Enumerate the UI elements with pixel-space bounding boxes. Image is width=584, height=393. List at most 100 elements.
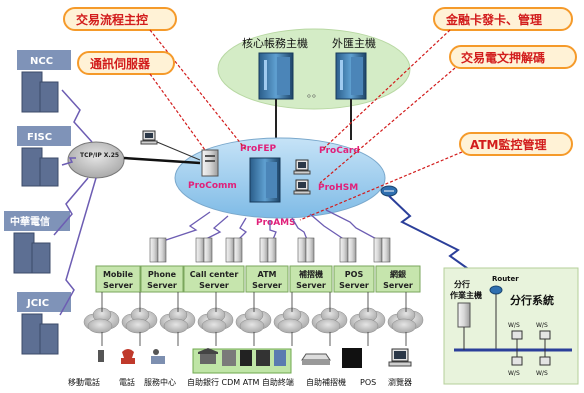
mobile-phone-icon [98, 350, 104, 362]
svg-text:Server: Server [383, 281, 413, 290]
passbook-printer-icon [301, 353, 331, 365]
channel-cloud [159, 307, 196, 334]
central-router-icon [380, 185, 398, 197]
callout-comm-server: 通訊伺服器 [77, 51, 175, 75]
ncc-box: NCC [17, 50, 71, 70]
callout-card-issuing: 金融卡發卡、管理 [433, 7, 573, 31]
server-rack-icon [297, 237, 315, 263]
cht-building-icon [13, 232, 51, 274]
svg-text:網銀: 網銀 [390, 269, 406, 279]
server-label-pos: POS Server [333, 265, 375, 293]
svg-text:POS: POS [345, 270, 364, 279]
svg-text:Server: Server [252, 281, 282, 290]
prohsm-computer [293, 179, 311, 195]
branch-router-icon [489, 285, 503, 295]
channel-cloud [121, 307, 158, 334]
jcic-building-icon [21, 313, 59, 355]
server-rack-icon [225, 237, 243, 263]
svg-text:Call center: Call center [190, 270, 239, 279]
channel-pos-label: POS [360, 378, 376, 387]
channel-network-clouds [83, 292, 424, 346]
fx-host-label: 外匯主機 [332, 36, 376, 50]
arrow-transaction-flow [149, 29, 247, 151]
channel-self-service-label: 自助銀行 CDM ATM 自助終端 [187, 377, 294, 387]
link-cht [53, 177, 89, 236]
server-racks [149, 237, 391, 263]
svg-text:W/S: W/S [508, 370, 520, 377]
branch-host-label-line1: 分行 [454, 279, 470, 289]
svg-text:Server: Server [103, 281, 133, 290]
server-label-phone: Phone Server [140, 265, 184, 293]
svg-text:交易流程主控: 交易流程主控 [76, 12, 148, 27]
profep-mainframe [249, 157, 281, 203]
svg-text:Server: Server [147, 281, 177, 290]
channel-cloud [273, 307, 310, 334]
cht-box: 中華電信 [4, 211, 70, 231]
branch-host-server-icon [457, 302, 471, 328]
browser-computer-icon [388, 348, 412, 367]
core-host-mainframe [258, 52, 294, 100]
branch-system-title: 分行系統 [510, 293, 554, 307]
server-rack-icon [259, 237, 277, 263]
fx-host-mainframe [335, 52, 367, 100]
tcpip-network-cloud [67, 141, 125, 179]
server-label-netbank: 網銀 Server [375, 265, 421, 293]
pos-terminal-icon [342, 348, 362, 368]
server-label-call-center: Call center Server [183, 265, 245, 293]
network-label: TCP/IP X.25 [80, 152, 119, 159]
svg-text:W/S: W/S [508, 322, 520, 329]
svg-text:補摺機: 補摺機 [298, 269, 323, 279]
workstation-4: W/S [536, 350, 551, 377]
channel-service-center-label: 服務中心 [144, 377, 176, 387]
svg-text:FISC: FISC [27, 132, 52, 143]
svg-text:W/S: W/S [536, 322, 548, 329]
link-network-central [123, 156, 201, 165]
fisc-box: FISC [17, 126, 71, 146]
svg-text:Phone: Phone [148, 270, 177, 279]
svg-text:金融卡發卡、管理: 金融卡發卡、管理 [445, 12, 542, 27]
workstation-2: W/S [536, 322, 551, 350]
svg-text:ATM: ATM [258, 270, 277, 279]
profep-label: ProFEP [240, 144, 277, 154]
arrow-comm-server [149, 73, 206, 151]
link-to-branch [388, 195, 496, 289]
procomm-label: ProComm [188, 181, 237, 191]
channel-mobile-label: 移動電話 [68, 377, 100, 387]
channel-cloud [349, 307, 386, 334]
channel-browser-label: 瀏覽器 [388, 377, 412, 387]
svg-text:ATM監控管理: ATM監控管理 [470, 137, 546, 152]
callout-atm-monitor: ATM監控管理 [459, 132, 573, 156]
svg-text:Server: Server [199, 281, 229, 290]
svg-text:中華電信: 中華電信 [10, 215, 50, 228]
svg-text:Mobile: Mobile [103, 270, 134, 279]
link-ncc [61, 89, 93, 143]
proams-label: ProAMS [256, 218, 296, 228]
server-rack-icon [149, 237, 167, 263]
svg-text:JCIC: JCIC [26, 298, 49, 309]
server-rack-icon [339, 237, 357, 263]
core-host-label: 核心帳務主機 [242, 36, 308, 50]
workstation-1: W/S [508, 322, 523, 350]
svg-text:Server: Server [339, 281, 369, 290]
channel-cloud [197, 307, 234, 334]
server-label-mobile: Mobile Server [95, 265, 141, 293]
server-label-atm: ATM Server [245, 265, 289, 293]
procard-computer [293, 159, 311, 175]
operator-workstation [140, 130, 158, 145]
arrow-encryption [319, 67, 456, 184]
channel-passbook-label: 自助補摺機 [306, 377, 346, 387]
jcic-box: JCIC [17, 292, 71, 312]
server-label-passbook: 補摺機 Server [289, 265, 333, 293]
channel-phone-label: 電話 [119, 377, 135, 387]
server-rack-icon [195, 237, 213, 263]
server-label-row: Mobile Server Phone Server Call center S… [95, 265, 421, 293]
more-hosts-dots: 。。 [307, 89, 322, 100]
channel-cloud [83, 307, 120, 334]
telephone-icon [121, 349, 135, 364]
callout-encryption: 交易電文押解碼 [449, 45, 577, 69]
service-center-icon [151, 349, 165, 364]
channel-cloud [311, 307, 348, 334]
callout-transaction-flow: 交易流程主控 [63, 7, 177, 31]
